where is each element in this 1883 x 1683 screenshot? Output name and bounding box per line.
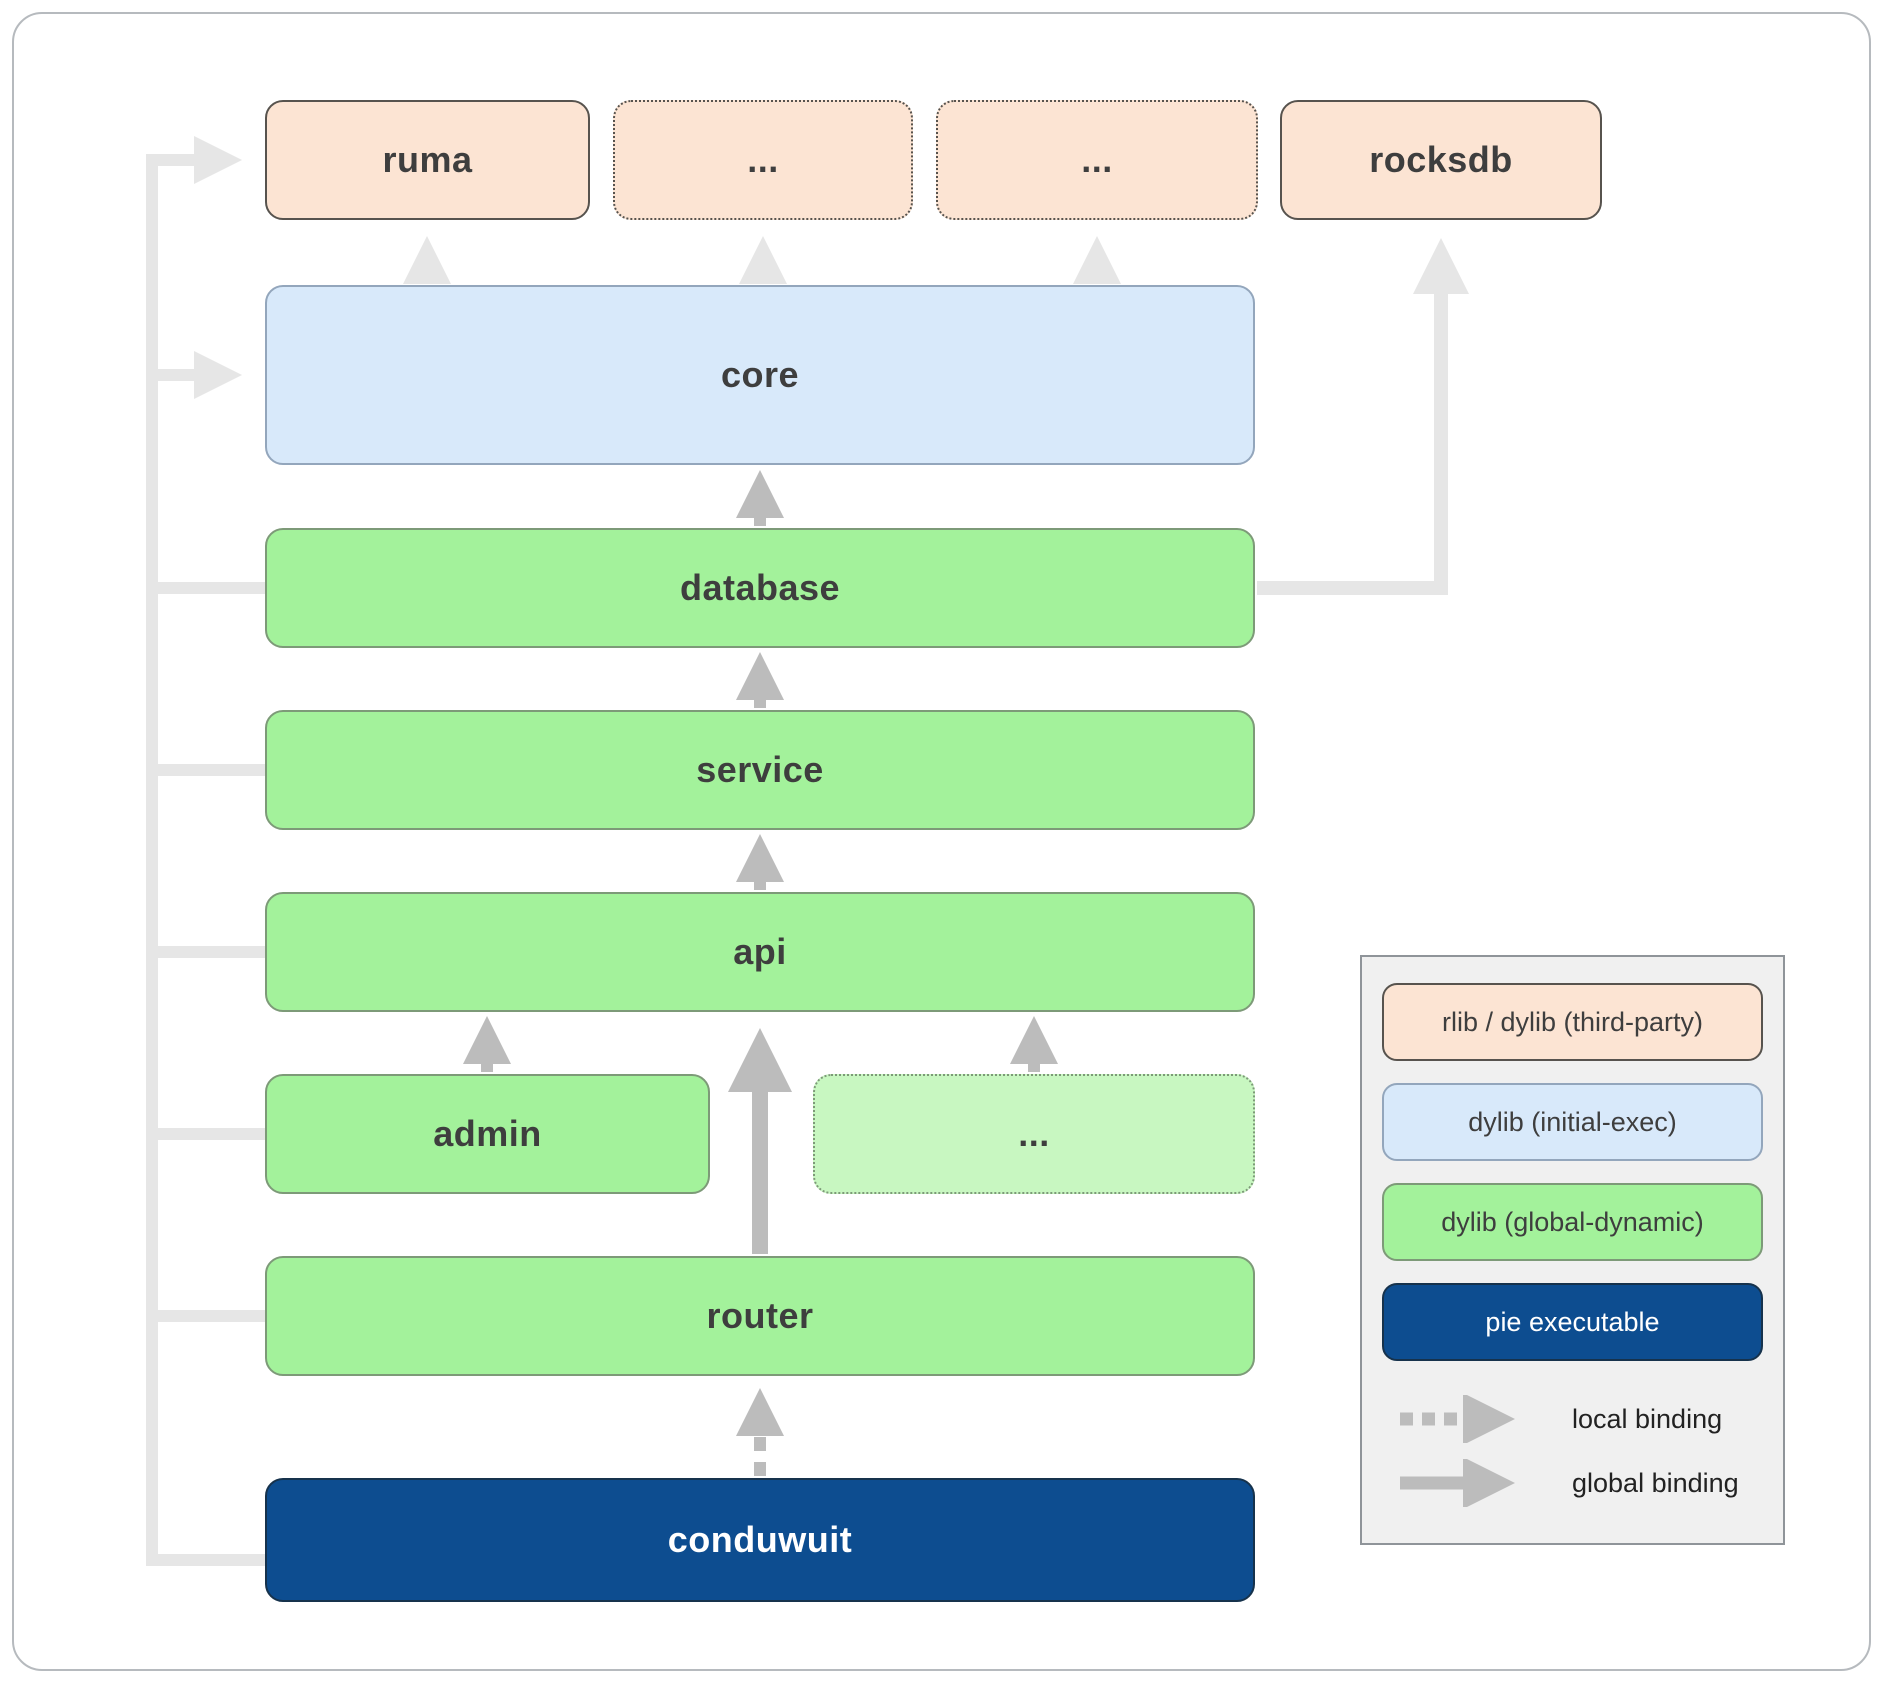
node-third-party-ellipsis-2-label: ... xyxy=(1081,139,1113,180)
node-ruma: ruma xyxy=(265,100,590,220)
legend-local-binding-label: local binding xyxy=(1572,1403,1723,1434)
node-third-party-ellipsis-1-label: ... xyxy=(747,139,779,180)
edge-database-rocksdb xyxy=(1257,238,1469,595)
legend-global-binding-label: global binding xyxy=(1572,1467,1739,1498)
legend-chip-global-dynamic-label: dylib (global-dynamic) xyxy=(1441,1206,1704,1237)
global-binding-arrow-icon xyxy=(1400,1459,1515,1507)
node-third-party-ellipsis-2: ... xyxy=(936,100,1258,220)
node-service: service xyxy=(265,710,1255,830)
legend-chip-global-dynamic: dylib (global-dynamic) xyxy=(1382,1183,1763,1261)
node-router-label: router xyxy=(706,1295,814,1336)
node-rocksdb: rocksdb xyxy=(1280,100,1602,220)
legend-chip-third-party-label: rlib / dylib (third-party) xyxy=(1441,1006,1704,1037)
legend-chip-initial-exec-label: dylib (initial-exec) xyxy=(1468,1106,1677,1137)
legend-global-binding-row: global binding xyxy=(1382,1455,1763,1511)
legend-chip-pie-executable: pie executable xyxy=(1382,1283,1763,1361)
legend-chip-pie-executable-label: pie executable xyxy=(1485,1306,1660,1337)
node-third-party-ellipsis-1: ... xyxy=(613,100,913,220)
legend-local-binding-row: local binding xyxy=(1382,1391,1763,1447)
node-api-label: api xyxy=(733,931,787,972)
legend: rlib / dylib (third-party) dylib (initia… xyxy=(1360,955,1785,1545)
node-conduwuit-label: conduwuit xyxy=(667,1519,853,1560)
node-router: router xyxy=(265,1256,1255,1376)
node-api: api xyxy=(265,892,1255,1012)
node-global-dynamic-ellipsis: ... xyxy=(813,1074,1255,1194)
legend-chip-initial-exec: dylib (initial-exec) xyxy=(1382,1083,1763,1161)
node-ruma-label: ruma xyxy=(382,139,473,180)
legend-chip-third-party: rlib / dylib (third-party) xyxy=(1382,983,1763,1061)
node-core-label: core xyxy=(720,354,800,395)
edge-conduwuit-trunk xyxy=(146,136,265,1566)
node-admin-label: admin xyxy=(433,1113,542,1154)
node-conduwuit: conduwuit xyxy=(265,1478,1255,1602)
local-binding-arrow-icon xyxy=(1400,1395,1515,1443)
node-database: database xyxy=(265,528,1255,648)
node-admin: admin xyxy=(265,1074,710,1194)
node-service-label: service xyxy=(696,749,824,790)
node-rocksdb-label: rocksdb xyxy=(1369,139,1513,180)
node-database-label: database xyxy=(679,567,841,608)
node-core: core xyxy=(265,285,1255,465)
node-global-dynamic-ellipsis-label: ... xyxy=(1018,1113,1050,1154)
